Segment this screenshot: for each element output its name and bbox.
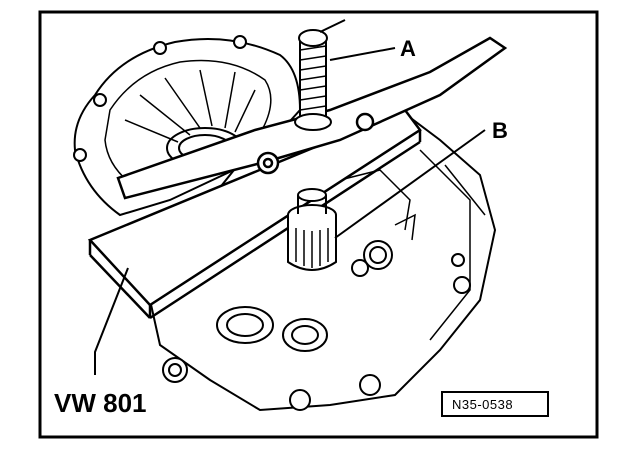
reference-box [441,391,549,417]
callout-leaders [94,47,486,375]
tool-a-spindle [294,19,346,131]
reference-code: N35-0538 [452,397,513,412]
callout-a: A [400,36,416,61]
fixture-plate [87,108,422,320]
tool-b-sleeve [287,188,337,271]
figure-frame [38,10,599,439]
callout-b: B [492,118,508,143]
bell-housing [73,35,302,217]
callout-fixture: VW 801 [54,388,147,418]
